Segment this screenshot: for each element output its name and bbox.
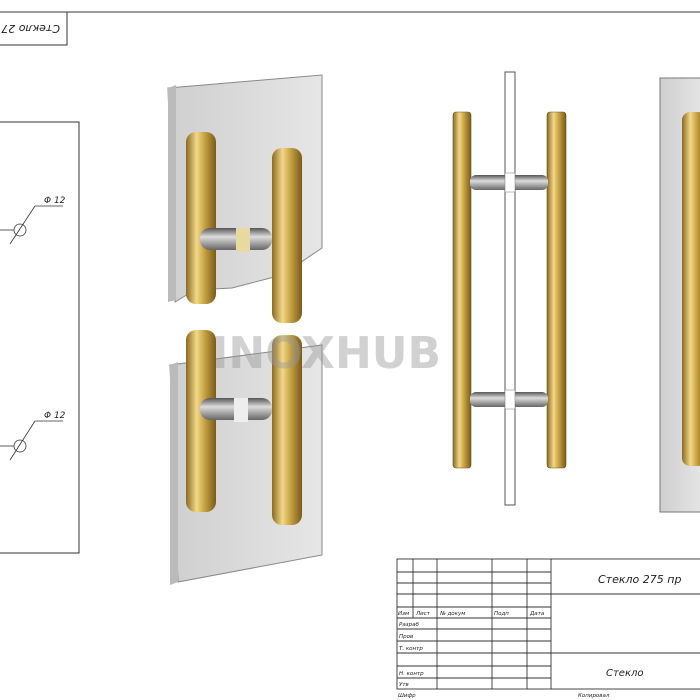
header-sign: Подп bbox=[494, 611, 509, 617]
isometric-view bbox=[167, 74, 323, 585]
dimension-label: Φ 12 bbox=[44, 411, 66, 421]
role-approved: Утв bbox=[399, 682, 409, 688]
dimension-diameter-2 bbox=[0, 420, 63, 461]
rotated-label: Стекло 27 bbox=[1, 22, 60, 35]
gold-bar-right bbox=[546, 111, 567, 469]
side-view-partial bbox=[659, 77, 700, 513]
drawing-title: Стекло 275 пр bbox=[598, 573, 681, 586]
gold-tube bbox=[272, 335, 302, 525]
footer-code: Шифр bbox=[398, 693, 416, 699]
rotated-label-box bbox=[0, 11, 68, 46]
watermark-logo: INOXHUB bbox=[212, 328, 441, 379]
detail-view-frame bbox=[0, 121, 80, 554]
front-view bbox=[452, 71, 567, 506]
gold-tube bbox=[186, 330, 216, 512]
role-developer: Разраб bbox=[399, 622, 419, 628]
gold-tube bbox=[186, 132, 216, 304]
role-checker: Пров bbox=[399, 634, 413, 640]
header-list: Лист bbox=[415, 611, 431, 617]
role-norm-control: Н. контр bbox=[399, 671, 424, 677]
footer-copied: Копировал bbox=[578, 693, 610, 699]
header-date: Дата bbox=[529, 611, 545, 617]
title-block bbox=[396, 558, 700, 690]
gold-bar-left bbox=[452, 111, 472, 469]
dimension-label: Φ 12 bbox=[44, 196, 66, 206]
dimension-diameter-1 bbox=[0, 205, 63, 245]
header-doc: № докум bbox=[439, 611, 465, 617]
gold-tube bbox=[272, 148, 302, 323]
header-izm: Изм bbox=[398, 611, 409, 617]
material-label: Стекло bbox=[606, 668, 644, 679]
role-tech-control: Т. контр bbox=[399, 646, 423, 652]
